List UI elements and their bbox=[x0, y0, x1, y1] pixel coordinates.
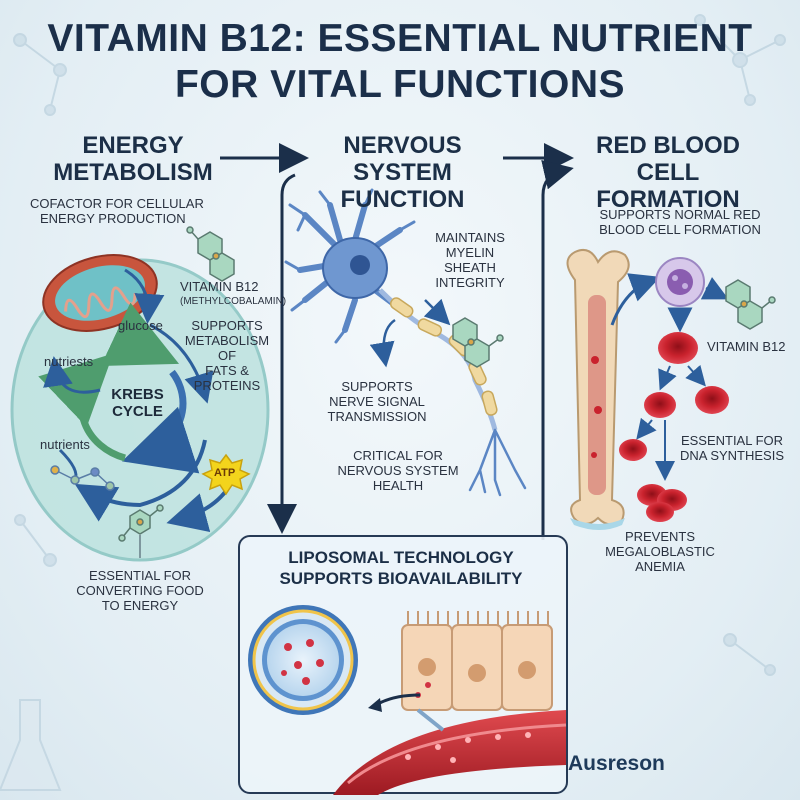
nervous-health-label: CRITICAL FOR NERVOUS SYSTEM HEALTH bbox=[337, 448, 459, 493]
nerve-signal-label: SUPPORTS NERVE SIGNAL TRANSMISSION bbox=[327, 379, 427, 424]
fats-proteins-label: SUPPORTS METABOLISM OF FATS & PROTEINS bbox=[184, 318, 270, 393]
liposomal-illustration bbox=[248, 605, 567, 795]
vitamin-b12-molecule-icon bbox=[452, 317, 504, 368]
red-blood-cell-icon bbox=[619, 332, 729, 522]
stem-cell-icon bbox=[655, 257, 705, 307]
page-title-line2: FOR VITAL FUNCTIONS bbox=[174, 63, 626, 106]
atp-label: ATP bbox=[214, 467, 236, 479]
krebs-cycle-label: KREBS CYCLE bbox=[111, 386, 164, 420]
flow-arrow-to-liposomal bbox=[267, 173, 297, 534]
background-molecule-icon bbox=[13, 14, 786, 676]
liposome-icon bbox=[248, 605, 358, 715]
myelin-label: MAINTAINS MYELIN SHEATH INTEGRITY bbox=[435, 230, 505, 290]
flask-icon bbox=[0, 699, 62, 791]
energy-heading: ENERGY METABOLISM bbox=[53, 132, 213, 186]
energy-cofactor-label: COFACTOR FOR CELLULAR ENERGY PRODUCTION bbox=[30, 196, 204, 226]
blood-vessel-icon bbox=[333, 710, 567, 795]
nutriests-label: nutriests bbox=[44, 354, 94, 369]
methylcobalamin-label: (METHYLCOBALAMIN) bbox=[180, 296, 287, 307]
nervous-heading: NERVOUS SYSTEM FUNCTION bbox=[340, 132, 465, 213]
atp-icon bbox=[201, 453, 251, 496]
krebs-cycle-icon bbox=[38, 302, 200, 474]
nutrient-molecule-icon bbox=[50, 465, 115, 491]
brand-logo: Ausreson bbox=[568, 752, 665, 775]
vitamin-b12-molecule-icon bbox=[186, 226, 235, 282]
flow-arrow-liposomal-to-blood bbox=[541, 160, 574, 540]
energy-vitamin-b12-label: VITAMIN B12 bbox=[180, 279, 259, 294]
nutrients-label: nutrients bbox=[40, 437, 90, 452]
epithelial-cells-icon bbox=[401, 611, 553, 711]
rbc-formation-label: SUPPORTS NORMAL RED BLOOD CELL FORMATION bbox=[599, 207, 761, 237]
glucose-label: glucose bbox=[118, 318, 163, 333]
anemia-label: PREVENTS MEGALOBLASTIC ANEMIA bbox=[605, 529, 715, 574]
dna-synthesis-label: ESSENTIAL FOR DNA SYNTHESIS bbox=[679, 433, 785, 463]
vitamin-b12-molecule-icon bbox=[725, 279, 776, 330]
liposomal-heading: LIPOSOMAL TECHNOLOGY SUPPORTS BIOAVAILAB… bbox=[279, 548, 523, 588]
page-title: VITAMIN B12: ESSENTIAL NUTRIENT bbox=[47, 17, 753, 60]
bone-icon bbox=[566, 249, 630, 530]
converting-food-label: ESSENTIAL FOR CONVERTING FOOD TO ENERGY bbox=[76, 568, 204, 613]
blood-vitamin-b12-label: VITAMIN B12 bbox=[707, 339, 786, 354]
vitamin-b12-molecule-icon bbox=[118, 504, 164, 542]
blood-heading: RED BLOOD CELL FORMATION bbox=[596, 132, 740, 213]
neuron-icon bbox=[284, 188, 527, 497]
